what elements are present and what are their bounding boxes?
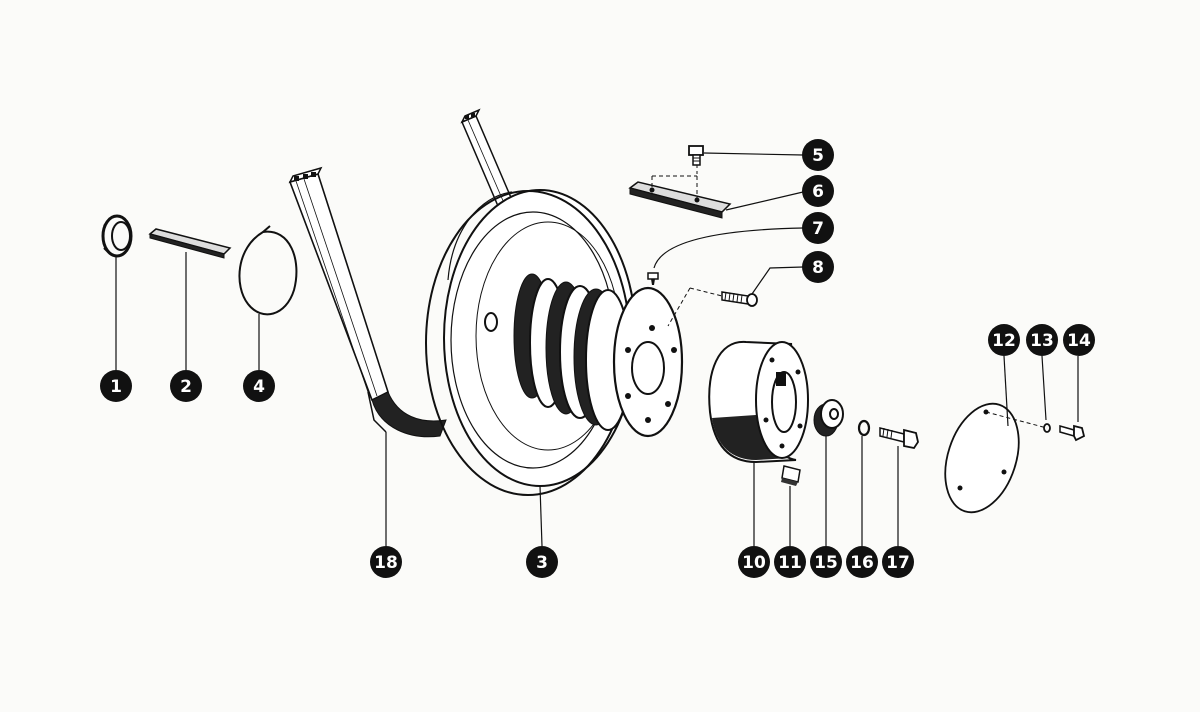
callout-17-label: 17	[886, 553, 910, 573]
part-hex-bolt	[879, 427, 919, 450]
callout-18: 18	[370, 546, 402, 578]
part-cap-screw	[688, 145, 704, 166]
part-flat-key	[628, 165, 732, 219]
part-spring-washer	[857, 419, 871, 437]
callout-4: 4	[243, 370, 275, 402]
callout-2-label: 2	[180, 377, 192, 397]
callout-5: 5	[802, 139, 834, 171]
callout-4-label: 4	[253, 377, 265, 397]
callout-14-label: 14	[1067, 331, 1091, 351]
part-small-washer	[1043, 423, 1051, 433]
part-set-screw	[647, 272, 659, 285]
callout-7-label: 7	[812, 219, 824, 239]
part-bearing-ring	[101, 214, 133, 258]
callout-14: 14	[1063, 324, 1095, 356]
callout-12: 12	[988, 324, 1020, 356]
callout-8: 8	[802, 251, 834, 283]
assembly-line	[985, 411, 1048, 429]
callout-16-label: 16	[850, 553, 874, 573]
callout-15-label: 15	[814, 553, 838, 573]
callout-7: 7	[802, 212, 834, 244]
part-threaded-bolt	[667, 287, 758, 327]
callout-17: 17	[882, 546, 914, 578]
callout-6-label: 6	[812, 182, 824, 202]
part-taper-bushing	[708, 340, 809, 464]
part-grub-screw	[781, 465, 801, 486]
part-key-bar	[148, 228, 232, 259]
part-retaining-ring	[238, 225, 298, 316]
callout-10: 10	[738, 546, 770, 578]
callout-13: 13	[1026, 324, 1058, 356]
part-v-belts	[288, 108, 513, 438]
callout-1-label: 1	[110, 377, 122, 397]
leader-lines	[115, 152, 1079, 547]
callout-1: 1	[100, 370, 132, 402]
callout-5-label: 5	[812, 146, 824, 166]
callout-10-label: 10	[742, 553, 766, 573]
callout-6: 6	[802, 175, 834, 207]
callout-3-label: 3	[536, 553, 548, 573]
callout-8-label: 8	[812, 258, 824, 278]
callout-12-label: 12	[992, 331, 1016, 351]
part-sheave-pulley	[425, 189, 684, 496]
callout-18-label: 18	[374, 553, 398, 573]
callout-15: 15	[810, 546, 842, 578]
callout-2: 2	[170, 370, 202, 402]
part-thick-washer	[813, 399, 844, 437]
callout-3: 3	[526, 546, 558, 578]
callout-13-label: 13	[1030, 331, 1054, 351]
part-small-screw	[1059, 424, 1086, 442]
part-cover-disc	[944, 402, 1020, 514]
callout-11: 11	[774, 546, 806, 578]
callout-16: 16	[846, 546, 878, 578]
callout-11-label: 11	[778, 553, 802, 573]
